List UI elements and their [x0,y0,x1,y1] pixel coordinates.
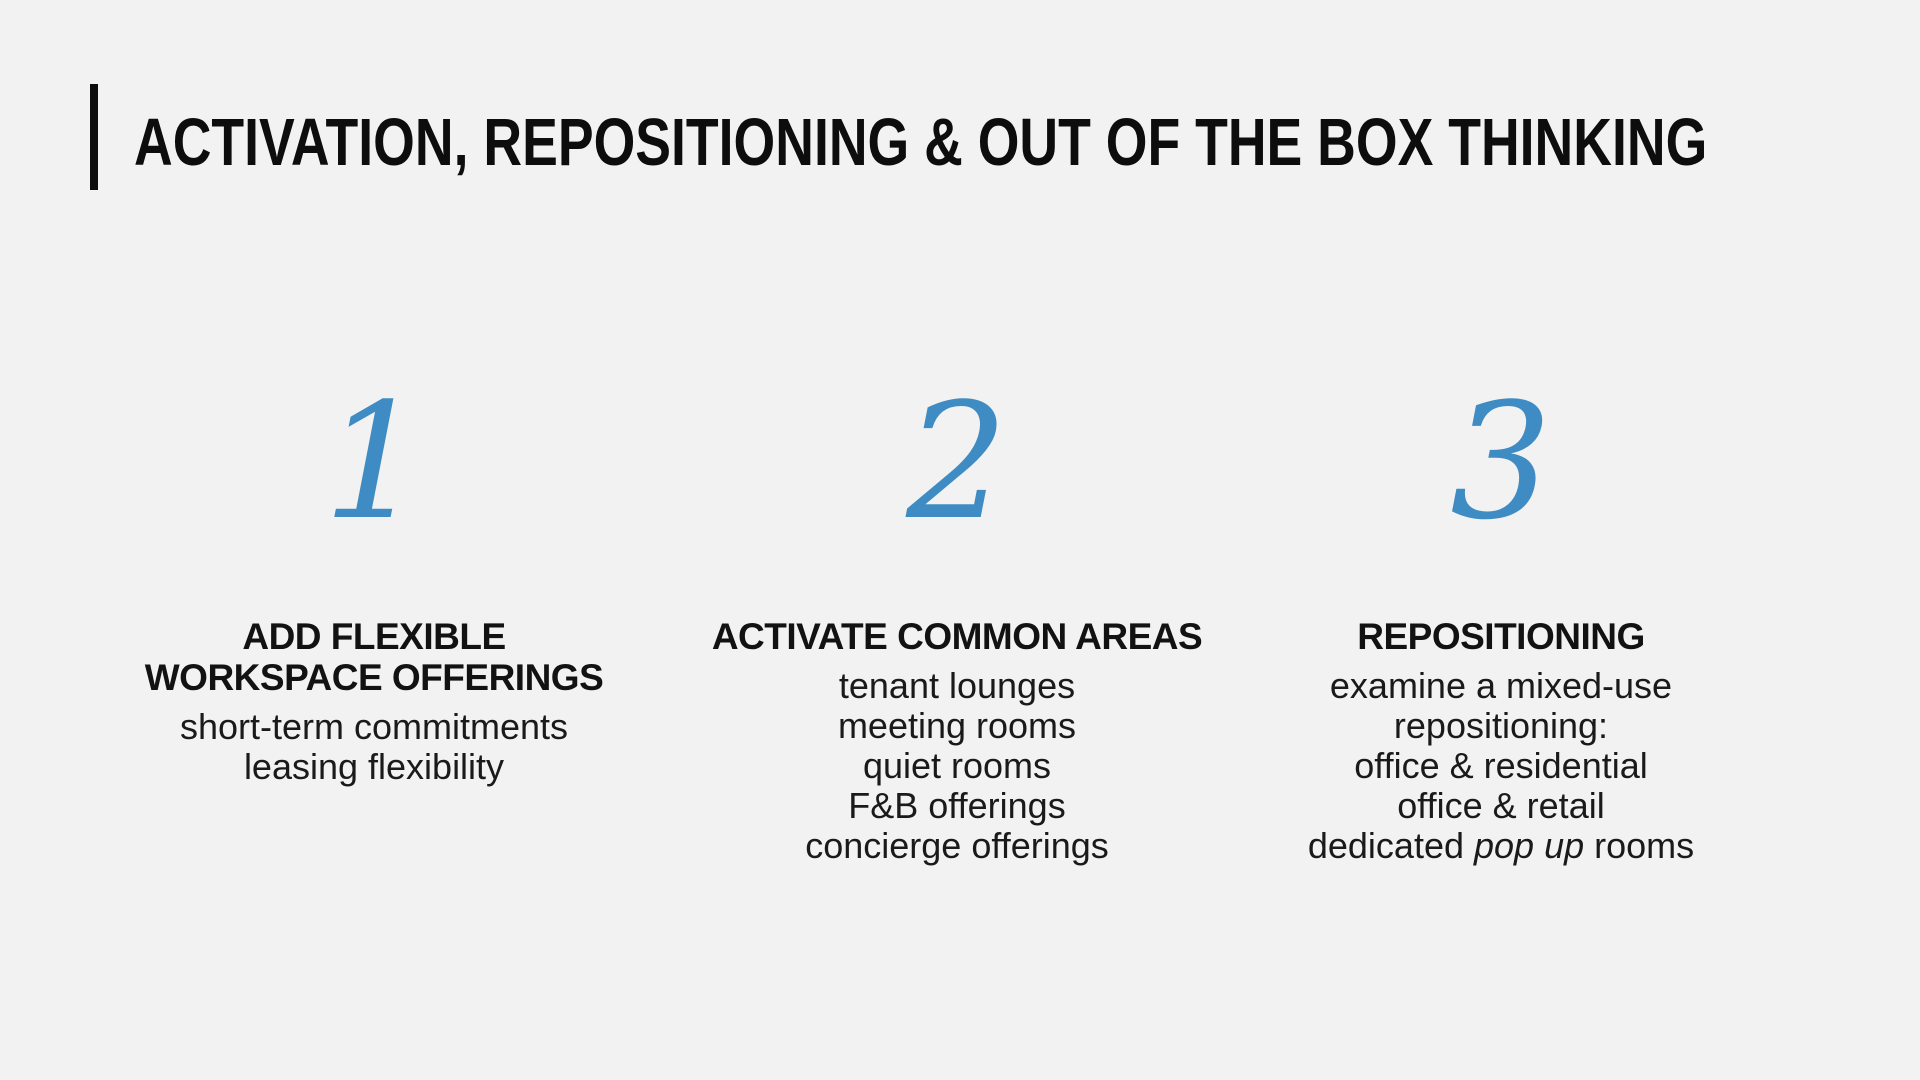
column-1: 1 ADD FLEXIBLE WORKSPACE OFFERINGS short… [124,382,624,787]
body-line: short-term commitments [179,706,569,747]
body-line: tenant lounges [838,665,1076,706]
column-3-number: 3 [1450,368,1552,555]
last-line-prefix: dedicated [1307,825,1474,866]
column-1-body: short-term commitments leasing flexibili… [124,707,624,787]
title-accent-bar [90,84,98,190]
body-line: concierge offerings [805,825,1109,866]
column-3-body: examine a mixed-use repositioning: offic… [1251,666,1751,866]
italic-phrase: pop up [1474,825,1585,866]
last-line-suffix: rooms [1584,825,1695,866]
column-2-body: tenant lounges meeting rooms quiet rooms… [707,666,1207,866]
body-line: meeting rooms [837,705,1077,746]
body-line: repositioning: [1393,705,1609,746]
column-2: 2 ACTIVATE COMMON AREAS tenant lounges m… [707,382,1207,866]
column-1-number: 1 [323,368,425,555]
body-line: dedicated pop up rooms [1251,826,1751,866]
column-1-heading: ADD FLEXIBLE WORKSPACE OFFERINGS [144,616,604,698]
body-line: examine a mixed-use [1329,665,1673,706]
body-line: quiet rooms [862,745,1052,786]
body-line: office & residential [1354,745,1648,786]
page-title: ACTIVATION, REPOSITIONING & OUT OF THE B… [134,105,1708,180]
body-line: leasing flexibility [243,746,505,787]
column-3-heading: REPOSITIONING [1357,616,1645,657]
column-2-heading: ACTIVATE COMMON AREAS [711,616,1203,657]
body-line: office & retail [1397,785,1605,826]
column-2-number: 2 [906,368,1008,555]
body-line: F&B offerings [848,785,1066,826]
column-3: 3 REPOSITIONING examine a mixed-use repo… [1251,382,1751,866]
